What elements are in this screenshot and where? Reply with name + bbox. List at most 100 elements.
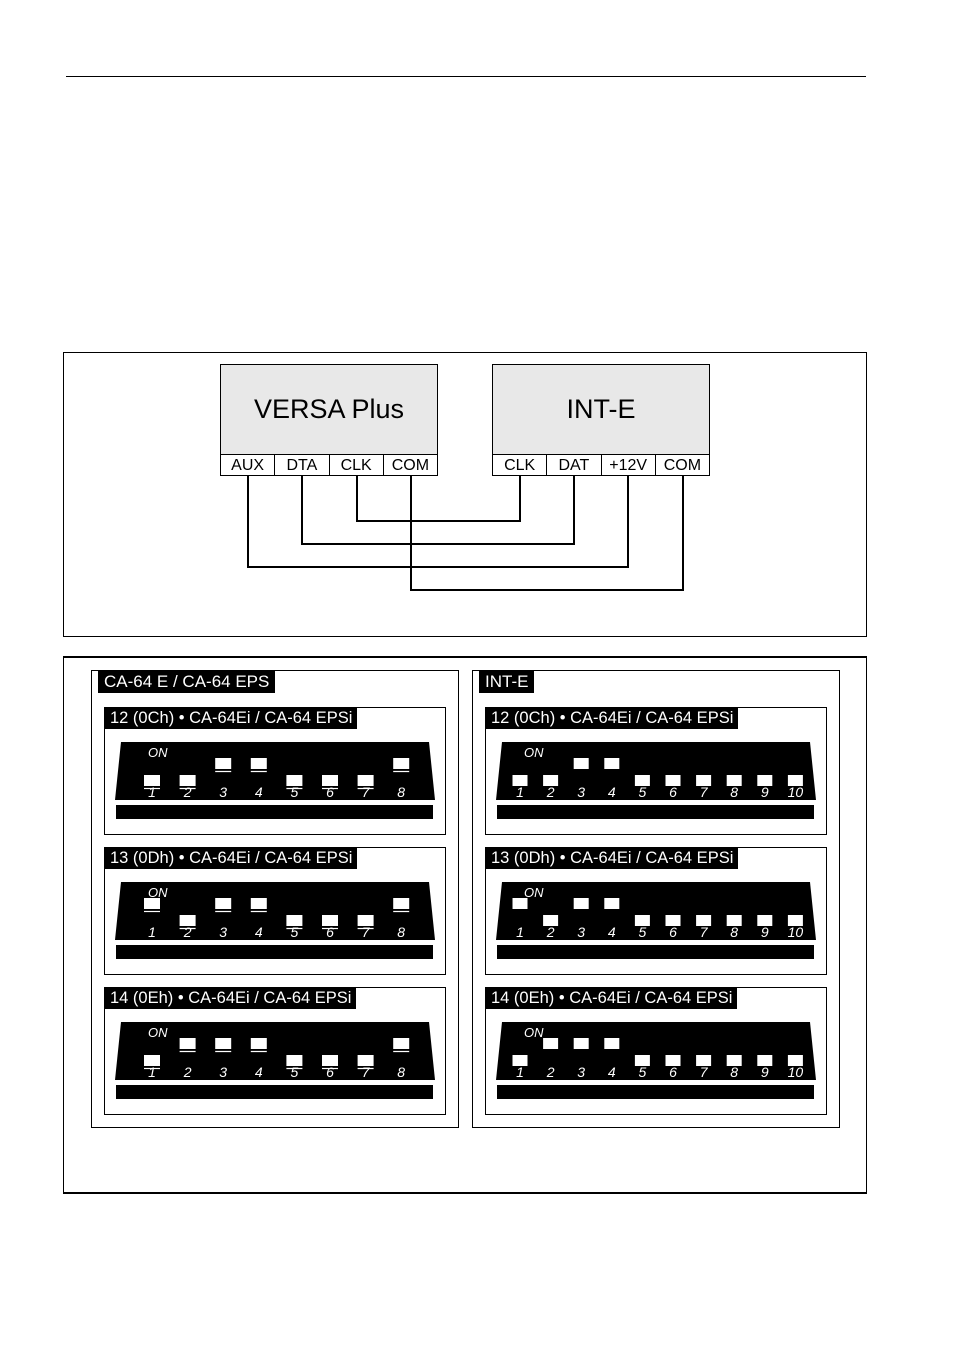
terminal-strip: CLK DAT +12V COM xyxy=(493,455,709,476)
switch-number: 9 xyxy=(761,1064,769,1080)
terminal-clk: CLK xyxy=(330,455,384,476)
switch-knob xyxy=(573,758,589,769)
switch-knob xyxy=(286,915,303,926)
switch-number: 6 xyxy=(326,784,334,800)
switch-knob xyxy=(512,1055,528,1066)
dip-base xyxy=(497,805,814,819)
switch-number: 1 xyxy=(516,784,524,800)
device-name: INT-E xyxy=(493,365,709,455)
switch-knob xyxy=(393,898,410,909)
switch-knob xyxy=(512,898,528,909)
switch-knob xyxy=(393,1038,410,1049)
switch-number: 9 xyxy=(761,784,769,800)
switch-number: 4 xyxy=(255,784,263,800)
switch-knob xyxy=(322,775,338,786)
dip-base xyxy=(497,945,814,959)
switch-knob xyxy=(179,775,196,786)
switch-knob xyxy=(787,1055,803,1066)
on-label: ON xyxy=(524,885,544,900)
switch-number: 3 xyxy=(219,1064,227,1080)
switch-number: 4 xyxy=(255,924,263,940)
switch-knob xyxy=(286,1055,303,1066)
switch-number: 8 xyxy=(730,784,738,800)
switch-knob xyxy=(357,1055,374,1066)
wire-dta-dat xyxy=(301,476,575,545)
switch-number: 2 xyxy=(546,784,555,800)
switch-number: 10 xyxy=(788,784,804,800)
terminal-clk: CLK xyxy=(493,455,548,476)
switch-knob xyxy=(787,775,803,786)
switch-number: 8 xyxy=(397,924,405,940)
switch-number: 7 xyxy=(362,784,371,800)
switch-number: 10 xyxy=(788,924,804,940)
switch-knob xyxy=(357,915,374,926)
wires xyxy=(247,476,684,591)
switch-number: 4 xyxy=(608,924,616,940)
dip-base xyxy=(497,1085,814,1099)
dip-base xyxy=(116,1085,433,1099)
variant-title: 12 (0Ch) • CA-64Ei / CA-64 EPSi xyxy=(105,708,358,729)
switch-knob xyxy=(757,1055,773,1066)
switch-knob xyxy=(357,775,374,786)
on-label: ON xyxy=(148,745,168,760)
on-label: ON xyxy=(524,745,544,760)
dip-body xyxy=(115,1022,435,1080)
switch-knob xyxy=(696,1055,712,1066)
switch-number: 3 xyxy=(577,784,585,800)
dip-switch-panel: CA-64 E / CA-64 EPS 12 (0Ch) • CA-64Ei /… xyxy=(63,656,867,1194)
device-name: VERSA Plus xyxy=(221,365,437,455)
variant-title: 14 (0Eh) • CA-64Ei / CA-64 EPSi xyxy=(105,988,357,1009)
switch-knob xyxy=(665,775,681,786)
terminal-aux: AUX xyxy=(221,455,276,476)
switch-knob xyxy=(665,915,681,926)
switch-knob xyxy=(634,915,650,926)
wire-clk-clk xyxy=(356,476,521,522)
switch-knob xyxy=(573,898,589,909)
switch-number: 5 xyxy=(291,784,299,800)
switch-number: 4 xyxy=(608,1064,616,1080)
terminal-dat: DAT xyxy=(547,455,602,476)
switch-number: 1 xyxy=(148,1064,156,1080)
on-label: ON xyxy=(524,1025,544,1040)
variant-title: 12 (0Ch) • CA-64Ei / CA-64 EPSi xyxy=(486,708,739,729)
switch-number: 2 xyxy=(546,1064,555,1080)
switch-knob xyxy=(696,915,712,926)
switch-knob xyxy=(726,775,742,786)
on-label: ON xyxy=(148,1025,168,1040)
switch-knob xyxy=(696,775,712,786)
switch-number: 5 xyxy=(639,1064,647,1080)
switch-number: 10 xyxy=(788,1064,804,1080)
switch-knob xyxy=(179,1038,196,1049)
switch-knob xyxy=(665,1055,681,1066)
switch-knob xyxy=(726,915,742,926)
switch-number: 1 xyxy=(148,784,156,800)
header-rule xyxy=(66,76,866,77)
switch-knob xyxy=(250,898,267,909)
dip-base xyxy=(116,945,433,959)
switch-knob xyxy=(250,1038,267,1049)
switch-knob xyxy=(286,775,303,786)
switch-knob xyxy=(215,1038,232,1049)
variant-title: 14 (0Eh) • CA-64Ei / CA-64 EPSi xyxy=(486,988,738,1009)
switch-knob xyxy=(250,758,267,769)
on-label: ON xyxy=(148,885,168,900)
switch-number: 8 xyxy=(397,1064,405,1080)
switch-number: 6 xyxy=(326,1064,334,1080)
switch-number: 6 xyxy=(326,924,334,940)
switch-number: 5 xyxy=(291,1064,299,1080)
terminal-dta: DTA xyxy=(275,455,330,476)
switch-knob xyxy=(215,898,232,909)
switch-knob xyxy=(634,1055,650,1066)
switch-knob xyxy=(757,775,773,786)
switch-knob xyxy=(604,898,620,909)
switch-number: 7 xyxy=(362,1064,371,1080)
device-versa-plus: VERSA Plus AUX DTA CLK COM xyxy=(220,364,438,476)
switch-knob xyxy=(179,915,196,926)
